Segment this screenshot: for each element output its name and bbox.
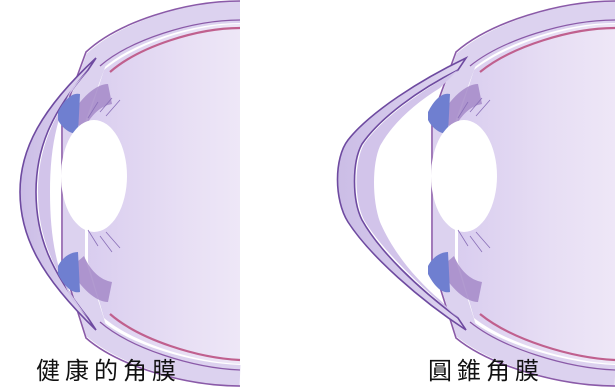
keratoconus-lens <box>431 120 497 232</box>
keratoconus-caption: 圓錐角膜 <box>428 351 544 386</box>
healthy-cornea-caption: 健康的角膜 <box>36 351 181 386</box>
healthy-eye <box>20 1 240 386</box>
healthy-lens <box>61 120 127 232</box>
keratoconus-eye <box>338 1 615 386</box>
